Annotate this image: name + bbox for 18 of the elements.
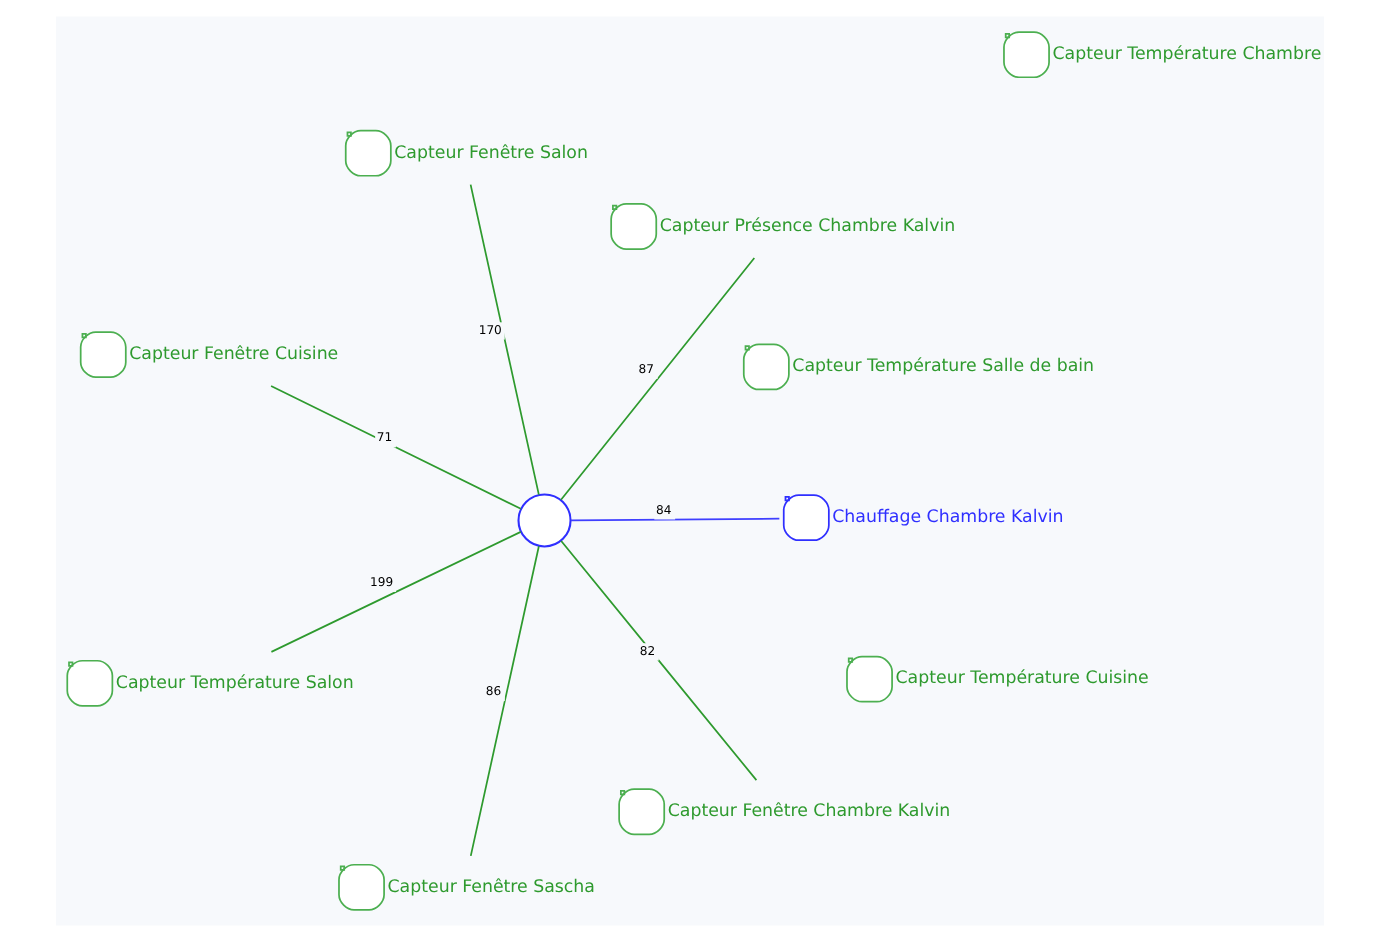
node-label: Capteur Température Salon xyxy=(115,673,354,694)
connector xyxy=(469,183,540,496)
node-label: Capteur Présence Chambre Kalvin xyxy=(659,216,956,237)
node-label: Capteur Température Salle de bain xyxy=(792,357,1095,378)
node-label: Capteur Température Chambre xyxy=(1052,45,1322,66)
connector xyxy=(570,517,781,522)
node-label: Capteur Fenêtre Sascha xyxy=(387,877,595,898)
node-label: Capteur Température Cuisine xyxy=(895,669,1149,690)
connector xyxy=(270,385,522,510)
node-label: Chauffage Chambre Kalvin xyxy=(832,508,1064,528)
node-circle xyxy=(517,493,572,548)
node-label: Capteur Fenêtre Salon xyxy=(394,143,588,164)
connector xyxy=(560,257,756,501)
connector xyxy=(270,531,522,653)
connector xyxy=(560,540,758,781)
node-label: Capteur Fenêtre Cuisine xyxy=(129,344,339,365)
node-label: Capteur Fenêtre Chambre Kalvin xyxy=(667,802,951,823)
connector xyxy=(469,545,540,857)
